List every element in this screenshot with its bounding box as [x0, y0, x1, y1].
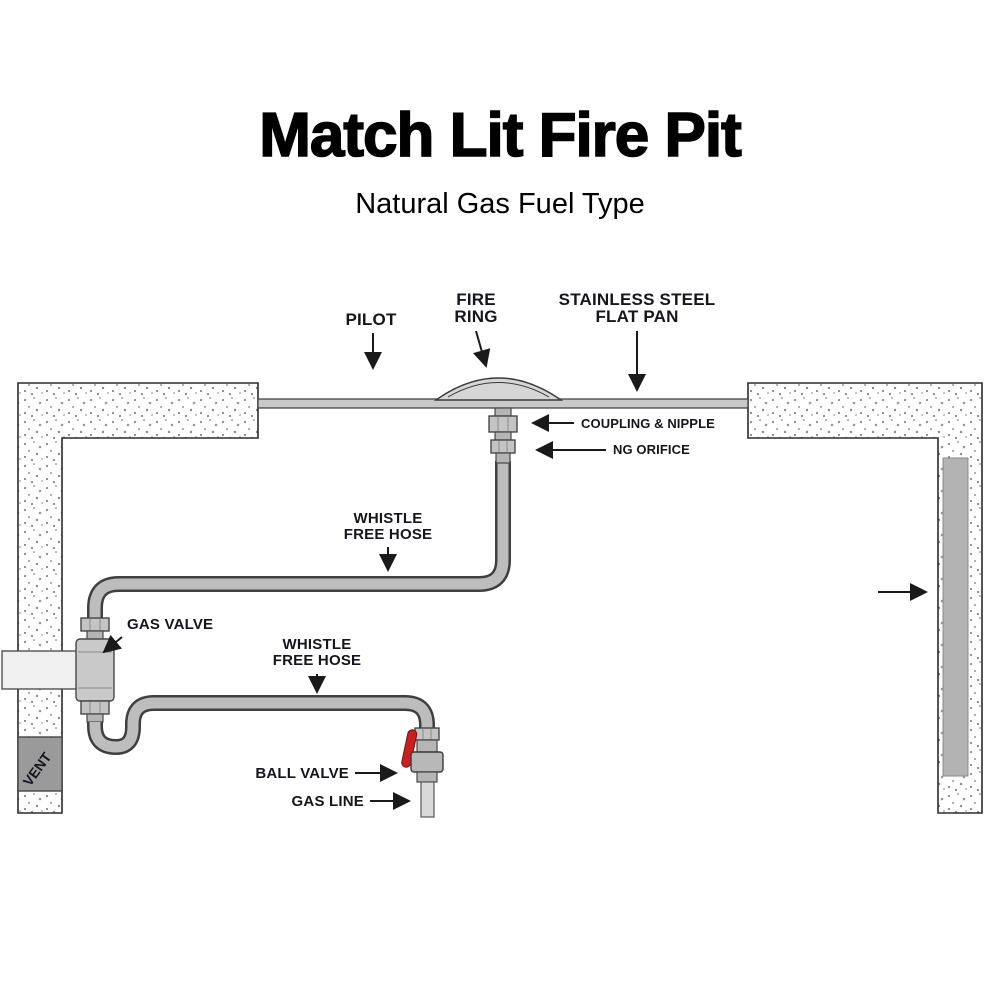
- label-whistle-hose-upper-line1: WHISTLE: [354, 510, 423, 527]
- ng-orifice: [490, 439, 516, 464]
- label-gas-valve: GAS VALVE: [127, 616, 213, 633]
- label-whistle-hose-lower-line2: FREE HOSE: [273, 652, 361, 669]
- fire-ring-arrow: [472, 330, 491, 368]
- label-fire-ring-line1: FIRE: [456, 290, 496, 309]
- label-ball-valve: BALL VALVE: [255, 765, 349, 782]
- label-ng-orifice: NG ORIFICE: [613, 442, 690, 457]
- page-subtitle: Natural Gas Fuel Type: [355, 188, 645, 220]
- label-coupling-nipple: COUPLING & NIPPLE: [581, 416, 715, 431]
- whistle-free-hose-upper: [87, 461, 511, 620]
- gas-valve-wall-feed: [1, 650, 81, 690]
- ball-valve-handle: [401, 729, 418, 768]
- fire-ring: [433, 377, 564, 401]
- coupling-and-nipple: [488, 407, 518, 441]
- label-flat-pan-line2: FLAT PAN: [595, 307, 678, 326]
- gas-line-pipe: [420, 781, 435, 818]
- right-wall-inner-strip: [942, 457, 969, 777]
- label-flat-pan-line1: STAINLESS STEEL: [559, 290, 716, 309]
- label-fire-ring-line2: RING: [454, 307, 497, 326]
- gas-valve-arrow: [102, 634, 123, 654]
- label-gas-line: GAS LINE: [292, 793, 364, 810]
- ball-valve-assembly: [401, 727, 444, 783]
- label-whistle-hose-lower-line1: WHISTLE: [283, 636, 352, 653]
- vent-block: [17, 736, 63, 792]
- label-whistle-hose-upper-line2: FREE HOSE: [344, 526, 432, 543]
- whistle-free-hose-lower: [87, 695, 435, 755]
- gas-valve-assembly: [75, 617, 115, 723]
- label-pilot: PILOT: [345, 310, 396, 329]
- page-title: Match Lit Fire Pit: [258, 100, 742, 171]
